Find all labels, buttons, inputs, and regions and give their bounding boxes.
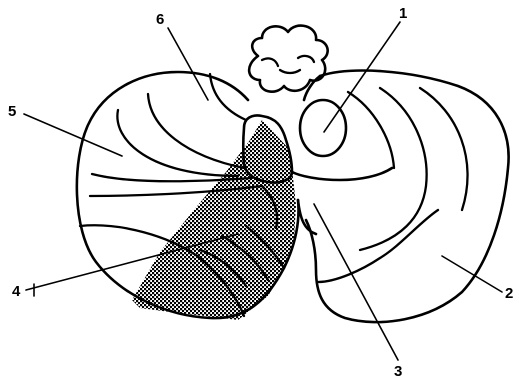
label-5: 5 <box>8 103 16 120</box>
cloud-detail-2 <box>298 56 314 62</box>
oval-structure <box>300 100 346 156</box>
inner-boundary <box>292 168 392 180</box>
right-fold-3 <box>420 88 468 210</box>
vermis-junction <box>298 200 316 234</box>
right-fold-1 <box>348 92 394 168</box>
leader-1 <box>324 22 400 132</box>
cloud-structure <box>249 26 328 92</box>
label-4: 4 <box>12 283 21 300</box>
cloud-detail-1 <box>262 58 278 66</box>
label-6: 6 <box>156 11 164 28</box>
right-hemisphere-outline <box>306 71 509 323</box>
label-1: 1 <box>399 5 407 22</box>
leader-2 <box>442 256 502 292</box>
leader-6 <box>168 28 208 100</box>
left-fold-2 <box>148 94 244 168</box>
leader-5 <box>24 114 122 156</box>
left-fold-3 <box>117 110 238 176</box>
label-3: 3 <box>394 363 402 380</box>
label-2: 2 <box>505 285 513 302</box>
left-fold-1 <box>210 74 246 120</box>
cloud-detail-3 <box>280 70 300 73</box>
